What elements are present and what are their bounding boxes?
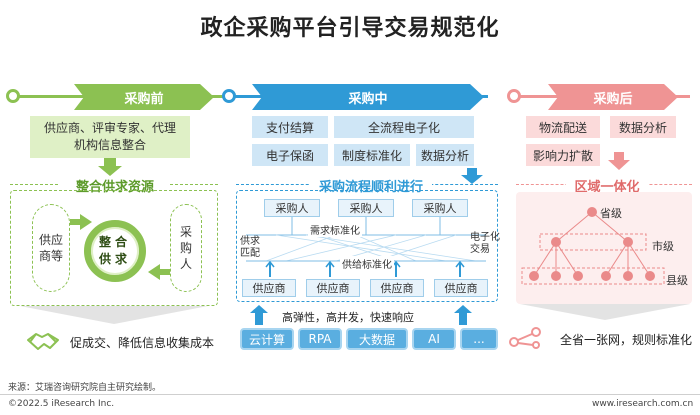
level-province: 省级: [600, 207, 622, 220]
e-trade-label: 电子化交易: [470, 232, 500, 255]
matching-lines: [246, 217, 486, 277]
post-box-influence: 影响力扩散: [526, 144, 600, 166]
supplier-box-3: 供应商: [370, 279, 424, 297]
stage-ring-pink: [507, 89, 521, 103]
stage-banner-pre: 采购前: [74, 84, 214, 110]
pre-bottom-text: 促成交、降低信息收集成本: [70, 336, 215, 350]
stage-ring-blue: [222, 89, 236, 103]
stage-banner-post: 采购后: [548, 84, 678, 110]
integration-circle: [84, 220, 146, 282]
post-box-logistics: 物流配送: [526, 116, 600, 138]
tool-cloud: 云计算: [240, 328, 294, 350]
post-section-title: 区域一体化: [566, 176, 648, 195]
buyer-box-3: 采购人: [412, 199, 468, 217]
stage-label-mid: 采购中: [348, 91, 388, 107]
supplier-box-4: 供应商: [434, 279, 488, 297]
source-note: 来源：艾瑞咨询研究院自主研究绘制。: [8, 383, 162, 393]
handshake-icon: [27, 333, 59, 350]
tool-more: ...: [460, 328, 498, 350]
tool-bigdata: 大数据: [346, 328, 408, 350]
buyer-pill: 采购人: [170, 204, 202, 292]
supply-standard-label: 供给标准化: [340, 256, 394, 271]
stage-label-post: 采购后: [593, 91, 633, 107]
network-icon: [509, 327, 541, 349]
mid-box-standardization: 制度标准化: [334, 144, 410, 166]
info-integration-box: 供应商、评审专家、代理机构信息整合: [30, 116, 190, 158]
post-bottom-text: 全省一张网，规则标准化: [560, 333, 693, 347]
tech-up-arrow-left-icon: [250, 305, 268, 325]
stage-label-pre: 采购前: [124, 91, 164, 107]
tech-up-arrow-right-icon: [454, 305, 472, 325]
tech-text: 高弹性，高并发，快速响应: [282, 311, 414, 324]
level-city: 市级: [652, 240, 674, 253]
post-bottom-chevron: [520, 304, 690, 320]
mid-down-arrow-icon: [461, 168, 483, 184]
tool-rpa: RPA: [298, 328, 342, 350]
level-county: 县级: [666, 274, 688, 287]
hierarchy-tree: [521, 207, 665, 285]
left-arrow-icon: [148, 264, 170, 280]
demand-standard-label: 需求标准化: [308, 222, 362, 237]
website: www.iresearch.com.cn: [592, 399, 694, 409]
page-title: 政企采购平台引导交易规范化: [200, 16, 500, 41]
supplier-box-2: 供应商: [306, 279, 360, 297]
tool-ai: AI: [412, 328, 456, 350]
mid-box-data-analysis: 数据分析: [416, 144, 474, 166]
down-arrow-icon: [98, 158, 122, 176]
post-panel: [516, 192, 692, 304]
mid-box-digitization: 全流程电子化: [334, 116, 474, 138]
post-box-data-analysis: 数据分析: [610, 116, 676, 138]
stage-ring-green: [6, 89, 20, 103]
mid-box-e-guarantee: 电子保函: [252, 144, 328, 166]
copyright: ©2022.5 iResearch Inc.: [8, 399, 115, 409]
mid-panel: [236, 190, 498, 302]
footer-divider: [0, 394, 700, 395]
supplier-box-1: 供应商: [242, 279, 296, 297]
buyer-box-2: 采购人: [338, 199, 394, 217]
post-down-arrow-icon: [608, 152, 630, 170]
pre-panel: [10, 190, 218, 306]
right-arrow-icon: [70, 214, 92, 230]
buyer-box-1: 采购人: [264, 199, 320, 217]
supplier-pill: 供应商等: [32, 204, 70, 292]
stage-banner-mid: 采购中: [252, 84, 484, 110]
pre-bottom-chevron: [20, 306, 208, 324]
integration-center-text: 整合供求: [98, 235, 131, 266]
match-label: 供求匹配: [240, 236, 260, 259]
mid-box-payment: 支付结算: [252, 116, 328, 138]
